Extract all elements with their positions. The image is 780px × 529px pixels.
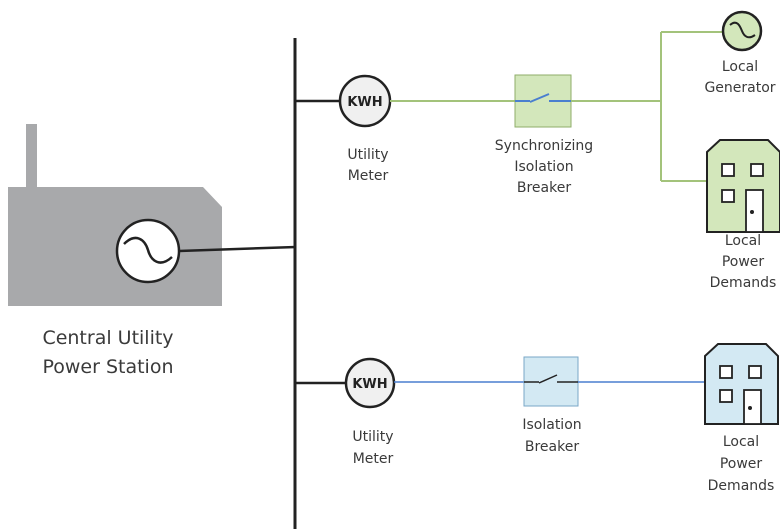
generator-label-line2: Generator [704, 80, 775, 96]
top-meter-text: KWH [347, 95, 382, 110]
bottom-kwh-meter [344, 357, 396, 409]
top-meter-label-line2: Meter [348, 168, 389, 184]
chimney [26, 124, 37, 194]
bottom-meter-label-line1: Utility [352, 429, 393, 445]
bottom-meter-label-line2: Meter [353, 451, 394, 467]
iso-breaker-label-line1: Isolation [522, 417, 581, 433]
top-meter-label-line1: Utility [347, 147, 388, 163]
station-label-line1: Central Utility [42, 327, 173, 349]
station-to-bus-line [178, 245, 297, 253]
sync-breaker-label-line3: Breaker [517, 180, 571, 196]
top-building-label-line2: Power [722, 254, 765, 270]
station-building [8, 187, 222, 306]
iso-breaker-label-line2: Breaker [525, 439, 579, 455]
top-building-icon [706, 139, 780, 233]
bottom-building-label-line1: Local [723, 434, 759, 450]
top-building-label-line1: Local [725, 233, 761, 249]
generator-label-line1: Local [722, 59, 758, 75]
generator-sine-wave [729, 21, 756, 39]
power-station [8, 124, 222, 306]
top-building-label-line3: Demands [710, 275, 777, 291]
bottom-building-label-line3: Demands [708, 478, 775, 494]
bottom-meter-text: KWH [352, 377, 387, 392]
sync-breaker-label-line2: Isolation [514, 159, 573, 175]
station-sine-wave [123, 236, 173, 264]
bottom-building-label-line2: Power [720, 456, 763, 472]
sync-breaker-switch-icon [529, 93, 550, 103]
iso-breaker-switch-icon [538, 374, 558, 384]
station-label-line2: Power Station [42, 356, 173, 378]
bottom-building-icon [704, 343, 779, 425]
sync-breaker-label-line1: Synchronizing [495, 138, 593, 154]
